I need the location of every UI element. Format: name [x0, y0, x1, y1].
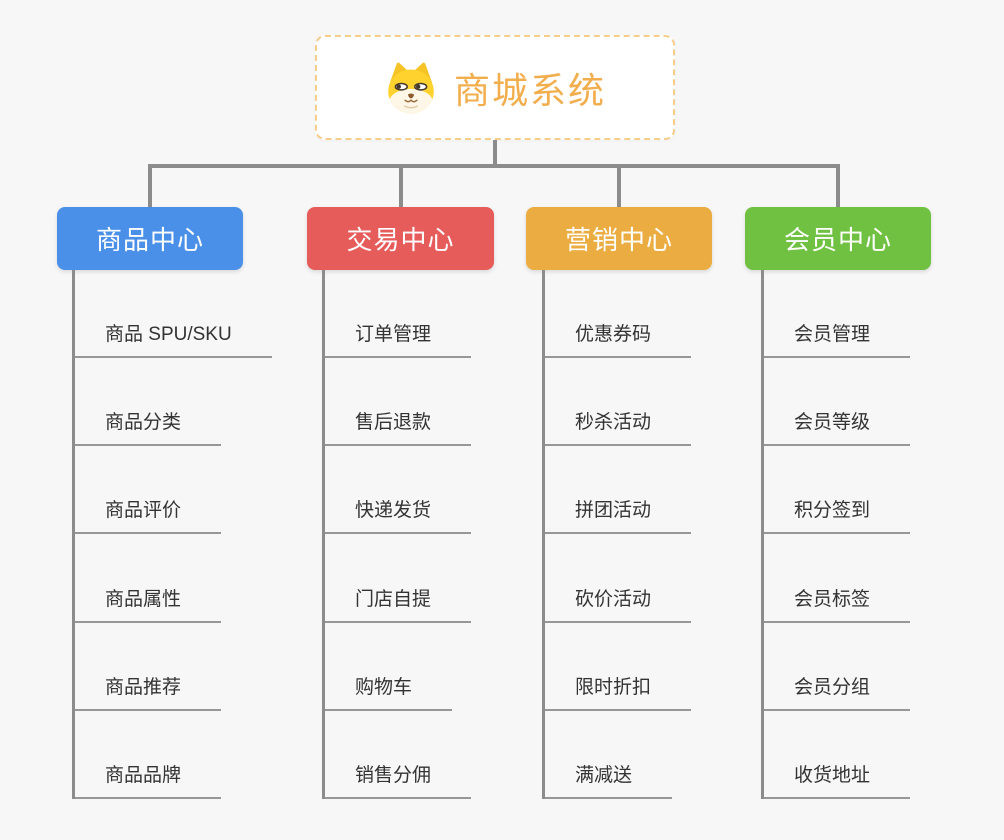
leaf-node-flash-sale[interactable]: 秒杀活动 — [542, 407, 692, 447]
leaf-node-member-tag[interactable]: 会员标签 — [761, 584, 911, 623]
leaf-node-product-brand[interactable]: 商品品牌 — [72, 760, 222, 799]
leaf-node-member-management[interactable]: 会员管理 — [761, 319, 911, 359]
leaf-node-group-buy[interactable]: 拼团活动 — [542, 495, 692, 535]
leaf-column-product: 商品 SPU/SKU 商品分类 商品评价 商品属性 商品推荐 商品品牌 — [72, 270, 272, 799]
leaf-node-product-attribute[interactable]: 商品属性 — [72, 584, 222, 623]
leaf-column-marketing: 优惠券码 秒杀活动 拼团活动 砍价活动 限时折扣 满减送 — [542, 270, 692, 799]
leaf-column-member: 会员管理 会员等级 积分签到 会员标签 会员分组 收货地址 — [761, 270, 911, 799]
connector-root-vertical — [493, 140, 497, 166]
leaf-node-store-pickup[interactable]: 门店自提 — [322, 584, 472, 623]
leaf-node-shopping-cart[interactable]: 购物车 — [322, 672, 453, 711]
connector-drop-member — [836, 166, 840, 207]
connector-drop-product — [148, 166, 152, 207]
dog-face-icon — [384, 61, 438, 115]
leaf-node-bargain-activity[interactable]: 砍价活动 — [542, 584, 692, 623]
root-node-mall-system[interactable]: 商城系统 — [315, 35, 675, 140]
connector-drop-trade — [399, 166, 403, 207]
leaf-node-express-delivery[interactable]: 快递发货 — [322, 495, 472, 535]
leaf-node-product-review[interactable]: 商品评价 — [72, 495, 222, 535]
branch-node-member-center[interactable]: 会员中心 — [745, 207, 931, 270]
leaf-node-order-management[interactable]: 订单管理 — [322, 319, 472, 359]
leaf-node-coupon-code[interactable]: 优惠券码 — [542, 319, 692, 359]
connector-horizontal-bus — [148, 164, 840, 168]
leaf-node-aftersale-refund[interactable]: 售后退款 — [322, 407, 472, 447]
branch-node-marketing-center[interactable]: 营销中心 — [526, 207, 712, 270]
branch-node-product-center[interactable]: 商品中心 — [57, 207, 243, 270]
leaf-node-spend-and-save[interactable]: 满减送 — [542, 760, 673, 799]
connector-drop-marketing — [617, 166, 621, 207]
leaf-node-limited-time-discount[interactable]: 限时折扣 — [542, 672, 692, 711]
leaf-column-trade: 订单管理 售后退款 快递发货 门店自提 购物车 销售分佣 — [322, 270, 472, 799]
leaf-node-member-level[interactable]: 会员等级 — [761, 407, 911, 447]
leaf-node-product-spu-sku[interactable]: 商品 SPU/SKU — [72, 319, 272, 359]
root-title: 商城系统 — [453, 69, 606, 111]
leaf-node-points-checkin[interactable]: 积分签到 — [761, 495, 911, 535]
leaf-node-shipping-address[interactable]: 收货地址 — [761, 760, 911, 799]
leaf-node-member-group[interactable]: 会员分组 — [761, 672, 911, 711]
leaf-node-product-recommend[interactable]: 商品推荐 — [72, 672, 222, 711]
leaf-node-product-category[interactable]: 商品分类 — [72, 407, 222, 447]
branch-node-trade-center[interactable]: 交易中心 — [307, 207, 494, 270]
leaf-node-sales-commission[interactable]: 销售分佣 — [322, 760, 472, 799]
